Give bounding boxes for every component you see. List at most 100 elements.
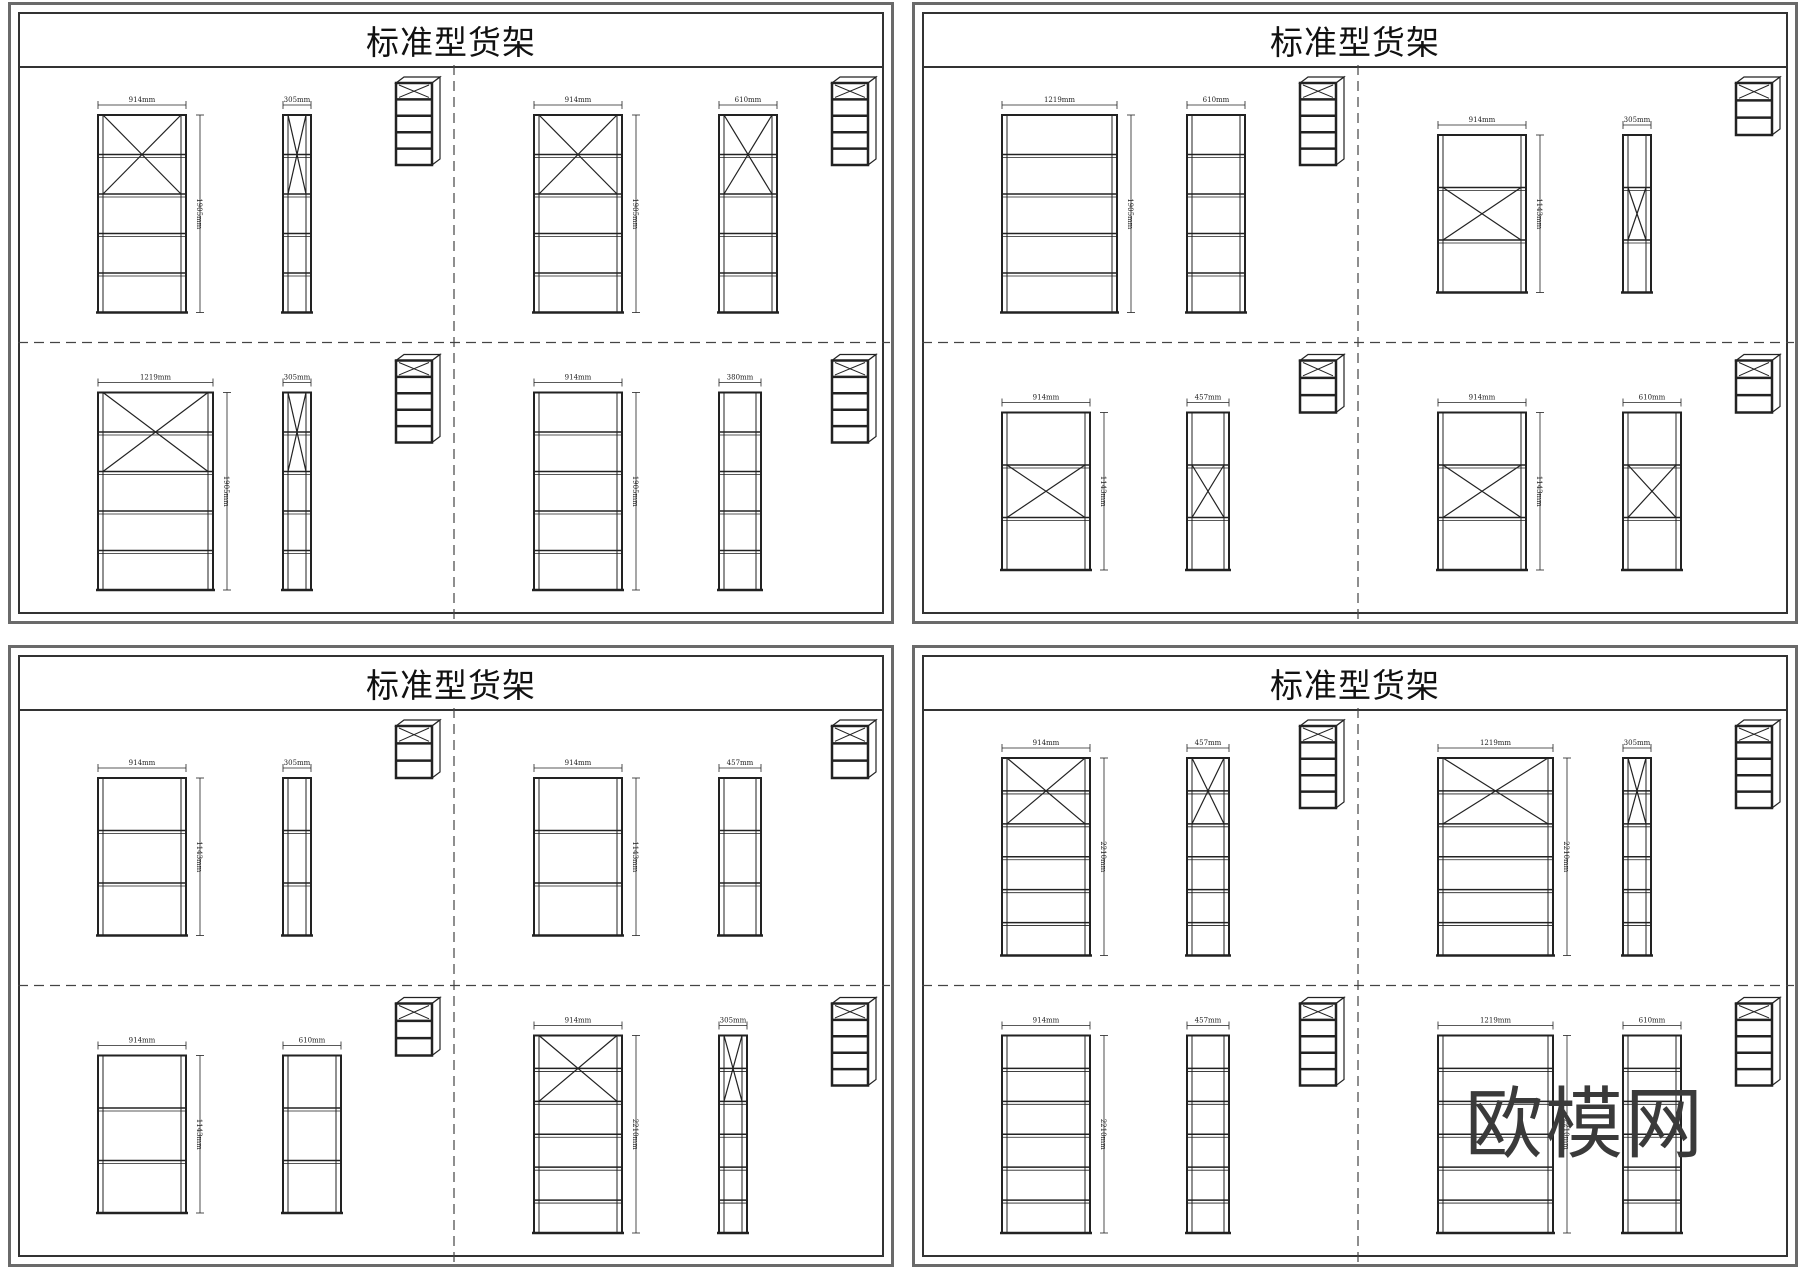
isometric-rack-brace [1738, 362, 1770, 377]
height-dimension-label: 2210mm [1562, 1119, 1570, 1150]
front-view-rack-brace [538, 114, 618, 195]
height-dimension-label: 1143mm [1535, 198, 1543, 229]
sheet-title: 标准型货架 [924, 657, 1786, 711]
isometric-rack-face [1298, 81, 1338, 167]
isometric-rack-brace [398, 727, 430, 742]
width-dimension-label: 914mm [1033, 739, 1060, 747]
front-view-rack-frame [97, 391, 214, 591]
front-view-rack-frame [97, 777, 187, 937]
isometric-rack-face [1298, 1002, 1338, 1087]
width-dimension-label: 305mm [284, 96, 311, 104]
isometric-rack-brace [1302, 362, 1334, 377]
width-dimension-label: 610mm [1639, 1017, 1666, 1025]
isometric-rack-brace [398, 84, 430, 98]
front-view-rack-brace [538, 1035, 618, 1102]
width-dimension-label: 305mm [284, 759, 311, 767]
width-dimension-label: 914mm [1033, 394, 1060, 402]
isometric-rack-brace [1738, 84, 1770, 99]
width-dimension-label: 914mm [129, 96, 156, 104]
height-dimension-label: 1905mm [1126, 198, 1134, 229]
isometric-rack-face [1734, 359, 1774, 414]
height-dimension-label: 2210mm [1099, 1119, 1107, 1150]
side-view-rack-brace [723, 1035, 743, 1102]
front-view-rack-brace [1006, 757, 1086, 825]
width-dimension-label: 305mm [284, 374, 311, 382]
isometric-rack-face [1298, 359, 1338, 414]
width-dimension-label: 457mm [1195, 739, 1222, 747]
front-view-rack-brace [102, 114, 182, 195]
sheet-title: 标准型货架 [20, 657, 882, 711]
side-view-rack-brace [723, 114, 773, 195]
brand-watermark: 欧模网 [1464, 1080, 1705, 1170]
front-view-rack-brace [1442, 187, 1522, 241]
front-view-rack-frame [533, 391, 623, 591]
isometric-rack-face [830, 724, 870, 780]
isometric-rack-brace [398, 1005, 430, 1020]
isometric-rack-face [394, 359, 434, 444]
height-dimension-label: 1143mm [195, 841, 203, 872]
width-dimension-label: 1219mm [1044, 96, 1075, 104]
side-view-rack-brace [1627, 187, 1647, 241]
width-dimension-label: 914mm [1033, 1017, 1060, 1025]
sheet-drawing: 1219mm1905mm610mm914mm1143mm305mm914mm11… [922, 65, 1794, 620]
isometric-rack-face [1734, 724, 1774, 810]
width-dimension-label: 457mm [1195, 394, 1222, 402]
front-view-rack-frame [533, 114, 623, 314]
isometric-rack-brace [834, 84, 866, 98]
width-dimension-label: 914mm [565, 759, 592, 767]
height-dimension-label: 1905mm [631, 476, 639, 507]
height-dimension-label: 1143mm [1535, 476, 1543, 507]
height-dimension-label: 1143mm [631, 841, 639, 872]
width-dimension-label: 914mm [565, 374, 592, 382]
side-view-rack-frame [282, 114, 312, 314]
width-dimension-label: 914mm [565, 1017, 592, 1025]
height-dimension-label: 2210mm [1099, 841, 1107, 872]
isometric-rack-face [1734, 1002, 1774, 1087]
width-dimension-label: 1219mm [140, 374, 171, 382]
front-view-rack-frame [533, 777, 623, 937]
front-view-rack-brace [1442, 757, 1549, 825]
side-view-rack-brace [287, 392, 307, 472]
isometric-rack-brace [1302, 727, 1334, 741]
width-dimension-label: 457mm [1195, 1017, 1222, 1025]
width-dimension-label: 305mm [1624, 116, 1651, 124]
width-dimension-label: 305mm [1624, 739, 1651, 747]
isometric-rack-brace [1738, 727, 1770, 741]
side-view-rack-frame [282, 391, 312, 591]
isometric-rack-face [394, 724, 434, 780]
width-dimension-label: 1219mm [1480, 1017, 1511, 1025]
isometric-rack-brace [1738, 1005, 1770, 1019]
front-view-rack-brace [1442, 464, 1522, 518]
side-view-rack-brace [1627, 757, 1647, 824]
height-dimension-label: 1143mm [1099, 476, 1107, 507]
width-dimension-label: 914mm [129, 759, 156, 767]
front-view-rack-brace [102, 392, 209, 472]
side-view-rack-frame [718, 114, 778, 314]
width-dimension-label: 914mm [129, 1037, 156, 1045]
isometric-rack-brace [1302, 1005, 1334, 1019]
isometric-rack-face [830, 1002, 870, 1087]
height-dimension-label: 2210mm [631, 1119, 639, 1150]
side-view-rack-brace [1191, 464, 1225, 518]
drawing-sheet-4: 标准型货架 914mm 2210mm 457mm 1219mm 2210mm 305mm 9… [912, 645, 1798, 1267]
sheet-title: 标准型货架 [20, 14, 882, 68]
width-dimension-label: 610mm [299, 1037, 326, 1045]
side-view-rack-frame [282, 777, 312, 937]
sheet-title: 标准型货架 [924, 14, 1786, 68]
width-dimension-label: 305mm [720, 1017, 747, 1025]
side-view-rack-frame [1186, 114, 1246, 314]
height-dimension-label: 2210mm [1562, 841, 1570, 872]
sheet-frame: 标准型货架 [18, 655, 884, 1257]
width-dimension-label: 610mm [1203, 96, 1230, 104]
isometric-rack-face [394, 81, 434, 167]
width-dimension-label: 1219mm [1480, 739, 1511, 747]
side-view-rack-brace [287, 114, 307, 195]
width-dimension-label: 610mm [1639, 394, 1666, 402]
height-dimension-label: 1905mm [195, 198, 203, 229]
isometric-rack-face [1298, 724, 1338, 810]
isometric-rack-face [394, 1002, 434, 1057]
